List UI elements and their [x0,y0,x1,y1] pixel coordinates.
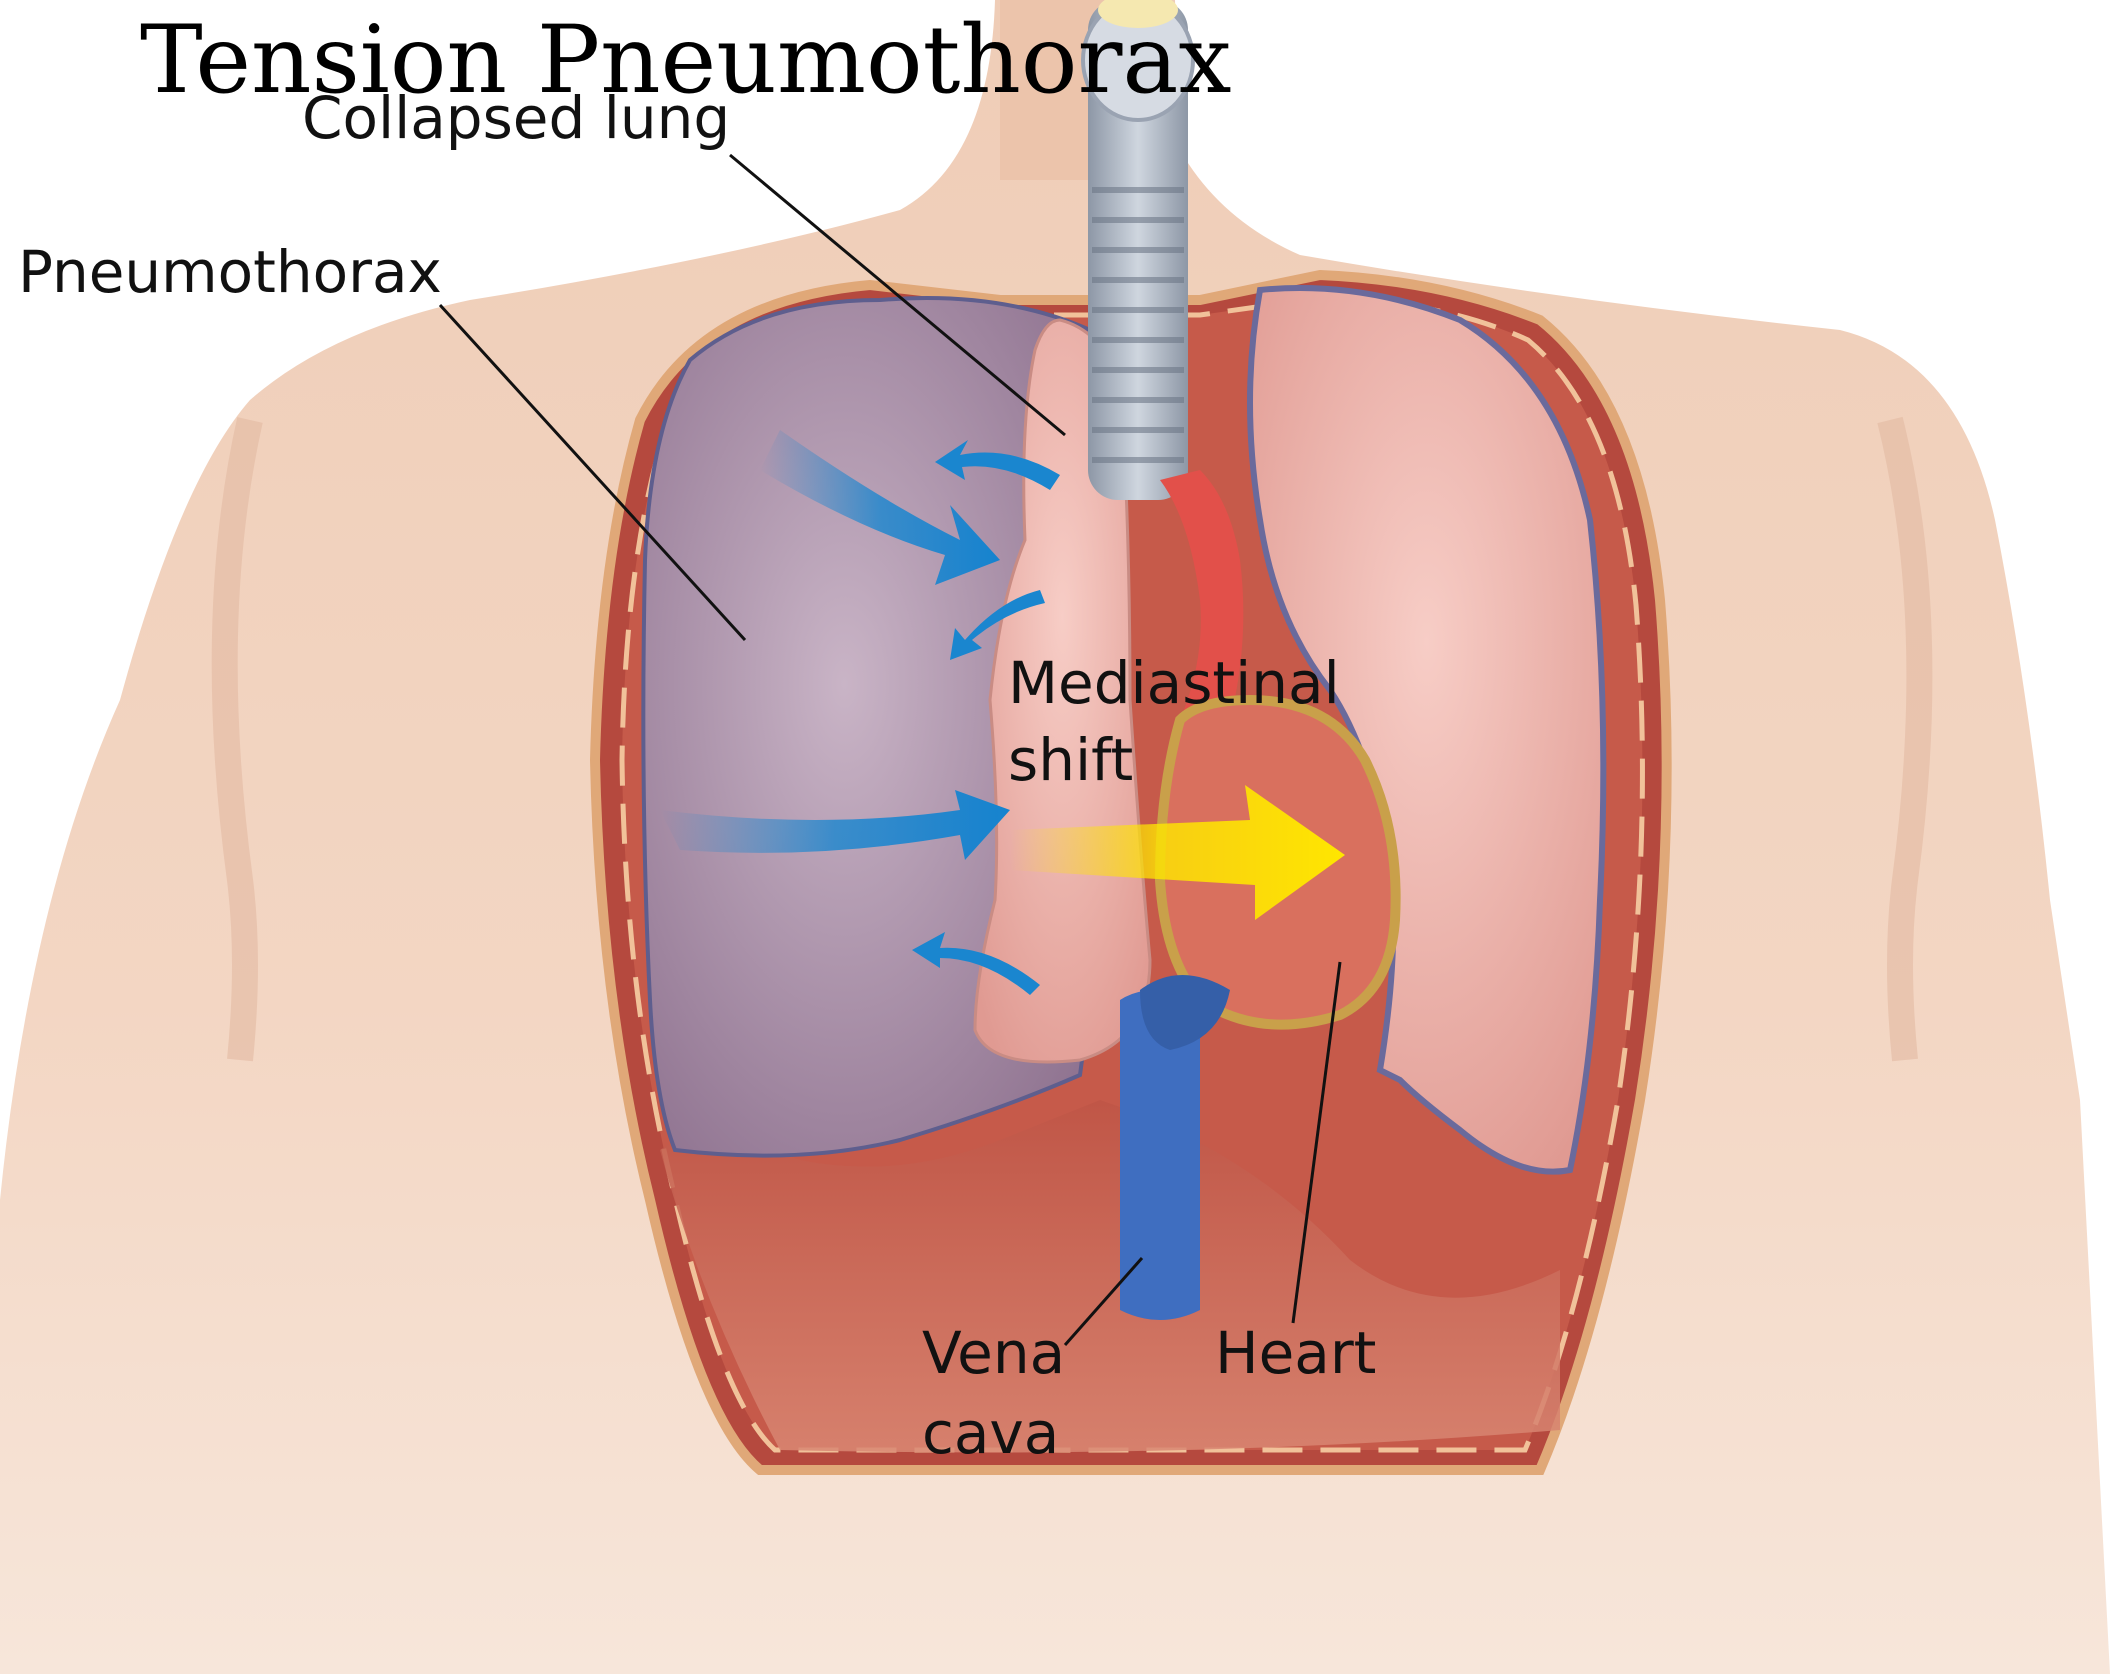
label-heart: Heart [1215,1319,1376,1387]
label-pneumothorax: Pneumothorax [18,238,442,306]
label-collapsed-lung: Collapsed lung [302,84,730,152]
label-mediastinal-shift-line1: Mediastinal [1008,649,1340,717]
label-vena-cava-line1: Vena [922,1319,1065,1387]
label-mediastinal-shift-line2: shift [1008,726,1133,794]
label-vena-cava-line2: cava [922,1399,1059,1467]
